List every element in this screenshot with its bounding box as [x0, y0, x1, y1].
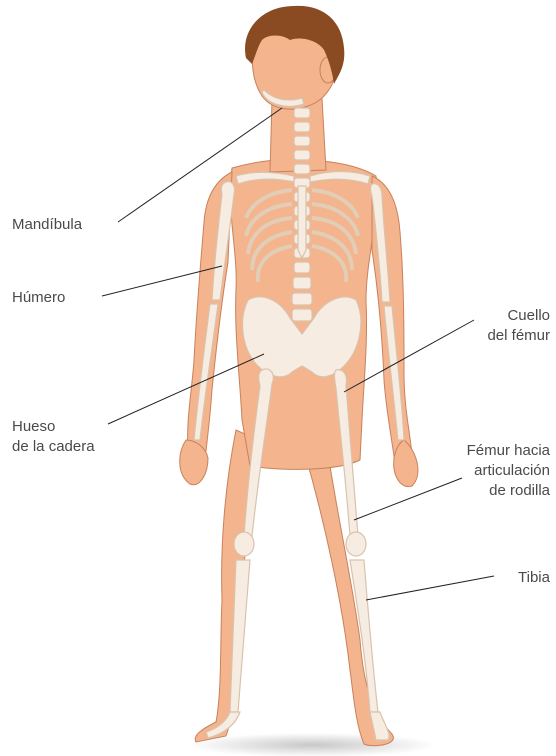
sternum — [298, 186, 306, 258]
label-cuello-femur-line1: Cuello — [487, 306, 550, 326]
label-hueso-cadera-line1: Hueso — [12, 417, 95, 437]
label-cuello-femur-line2: del fémur — [487, 326, 550, 346]
label-femur-rodilla-line1: Fémur hacia — [467, 441, 550, 461]
hand-left — [394, 440, 418, 487]
label-cuello-femur: Cuello del fémur — [487, 306, 550, 346]
label-femur-rodilla: Fémur hacia articulación de rodilla — [467, 441, 550, 501]
kneecap-right — [234, 532, 254, 556]
label-humero: Húmero — [12, 288, 65, 308]
label-tibia: Tibia — [518, 568, 550, 588]
leader-tibia — [366, 576, 494, 600]
label-mandibula: Mandíbula — [12, 215, 82, 235]
kneecap-left — [346, 532, 366, 556]
label-hueso-cadera-line2: de la cadera — [12, 437, 95, 457]
label-femur-rodilla-line2: articulación — [467, 461, 550, 481]
label-femur-rodilla-line3: de rodilla — [467, 481, 550, 501]
label-hueso-cadera: Hueso de la cadera — [12, 417, 95, 457]
